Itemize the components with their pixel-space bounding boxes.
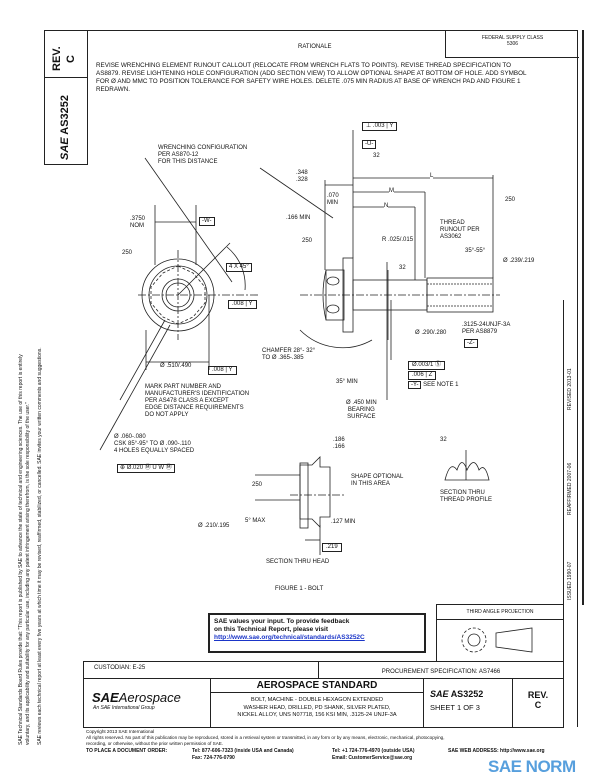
head-diameter: Ø .510/.490 xyxy=(160,363,192,369)
section-diameter: Ø .210/.195 xyxy=(198,523,230,529)
side-doc-box: SAE AS3252 xyxy=(44,77,88,165)
history-revised: REVISED 2013-01 xyxy=(567,368,573,410)
doc-number-cell: SAE AS3252 SHEET 1 OF 3 xyxy=(423,678,513,728)
runout-1: .008 | Y xyxy=(228,300,257,309)
bolt-side-view xyxy=(299,130,500,400)
fsc-value: 5306 xyxy=(506,41,519,47)
projection-label: THIRD ANGLE PROJECTION xyxy=(437,605,563,620)
procurement-cell: PROCUREMENT SPECIFICATION: AS7466 xyxy=(318,661,564,679)
aerospace-logo: Aerospace xyxy=(118,690,181,705)
datum-w: -W- xyxy=(199,217,215,226)
contact-2: Tel: +1 724-776-4970 (outside USA)Email:… xyxy=(332,748,415,761)
max-5: 5° MAX xyxy=(245,518,266,524)
surface-250c: 250 xyxy=(505,197,516,203)
logo-cell: SAEAerospace An SAE International Group xyxy=(83,678,211,728)
rev-label: REV. xyxy=(527,690,549,700)
history-issued: ISSUED 1990-07 xyxy=(567,561,573,600)
title-cell: AEROSPACE STANDARD BOLT, MACHINE - DOUBL… xyxy=(210,678,424,728)
feedback-line1: SAE values your input. To provide feedba… xyxy=(214,618,350,625)
radius-dim: R .025/.015 xyxy=(382,237,414,243)
section-head-view xyxy=(255,456,345,555)
doc-number: AS3252 xyxy=(450,689,484,699)
surface-250a: 250 xyxy=(122,250,133,256)
rights: All rights reserved. No part of this pub… xyxy=(86,734,445,740)
dim-m: M xyxy=(389,188,394,195)
runout-3: .006 | Z xyxy=(408,371,437,380)
feedback-link[interactable]: http://www.sae.org/technical/standards/A… xyxy=(214,634,365,641)
fsc-box: FEDERAL SUPPLY CLASS 5306 xyxy=(445,30,579,58)
runout-2: .008 | Y xyxy=(208,366,237,375)
surface-250b: 250 xyxy=(302,238,313,244)
figure-caption: FIGURE 1 - BOLT xyxy=(275,586,324,592)
main-frame xyxy=(88,30,578,727)
sae-logo: SAE xyxy=(92,690,119,705)
rationale-text: REVISE WRENCHING ELEMENT RUNOUT CALLOUT … xyxy=(96,62,527,93)
projection-symbol xyxy=(461,627,533,653)
datum-y-note: -Y- SEE NOTE 1 xyxy=(408,381,458,389)
datum-u: -U- xyxy=(362,140,377,149)
angle-35-55: 35°-55° xyxy=(465,248,486,254)
custodian-cell: CUSTODIAN: E-25 xyxy=(83,661,319,679)
concentricity: Ø.003/1 Ⓢ xyxy=(408,361,446,370)
head-height: .348.328 xyxy=(296,170,308,183)
box-219: .219 xyxy=(322,543,342,552)
surface-32c: 32 xyxy=(440,437,447,443)
thread-profile-view xyxy=(444,450,490,481)
datum-z: -Z- xyxy=(464,339,478,348)
sheet-number: SHEET 1 OF 3 xyxy=(430,703,480,712)
surface-250d: 250 xyxy=(252,482,263,488)
min-127: .127 MIN xyxy=(331,519,356,525)
contact-1: Tel: 877-606-7323 (inside USA and Canada… xyxy=(192,748,294,761)
feedback-line2: on this Technical Report, please visit xyxy=(214,626,329,633)
shank-diameter: Ø .290/.280 xyxy=(415,330,447,336)
watermark-logo: SAE NORM xyxy=(488,757,576,776)
min-166: .166 MIN xyxy=(286,215,311,221)
fsc-label: FEDERAL SUPPLY CLASS xyxy=(481,35,544,41)
angle-dim: 4 X 45° xyxy=(226,263,252,272)
rev-cell: REV.C xyxy=(512,678,564,728)
rationale-title: RATIONALE xyxy=(298,44,332,50)
copyright: Copyright 2013 SAE International xyxy=(86,729,155,734)
dim-n: N xyxy=(384,203,389,210)
min-35: 35° MIN xyxy=(336,379,358,385)
frame-line xyxy=(582,30,584,605)
sae-small-logo: SAE xyxy=(430,689,449,699)
chamfer-note: CHAMFER 28°- 32°TO Ø .365-.385 xyxy=(262,348,316,361)
rev-value: C xyxy=(534,700,542,710)
custodian-text: CUSTODIAN: E-25 xyxy=(94,665,146,671)
procurement-text: PROCUREMENT SPECIFICATION: AS7466 xyxy=(381,669,501,675)
web-address: SAE WEB ADDRESS: http://www.sae.org xyxy=(448,748,545,754)
head-end-view xyxy=(99,157,334,451)
tip-diameter: Ø .239/.219 xyxy=(503,258,535,264)
position-tolerance: ⊕ Ø.020 Ⓜ U W Ⓜ xyxy=(117,464,175,473)
surface-32b: 32 xyxy=(399,265,406,271)
logo-tagline: An SAE International Group xyxy=(93,705,155,711)
feedback-box: SAE values your input. To provide feedba… xyxy=(208,613,426,653)
order-label: TO PLACE A DOCUMENT ORDER: xyxy=(86,748,168,754)
surface-32a: 32 xyxy=(373,153,380,159)
perpendicularity: ⊥ .003 | Y xyxy=(362,122,398,131)
history-reaffirmed: REAFFIRMED 2007-06 xyxy=(567,462,573,515)
footer: Copyright 2013 SAE International All rig… xyxy=(86,729,596,746)
dim-l: L xyxy=(430,173,434,180)
section-head-label: SECTION THRU HEAD xyxy=(266,559,330,565)
strip-divider xyxy=(563,300,565,661)
projection-box: THIRD ANGLE PROJECTION xyxy=(436,604,564,661)
rights2: recording, or otherwise, without the pri… xyxy=(86,740,224,746)
standard-title: AEROSPACE STANDARD xyxy=(211,679,423,693)
section-186: .186.166 xyxy=(333,437,345,450)
